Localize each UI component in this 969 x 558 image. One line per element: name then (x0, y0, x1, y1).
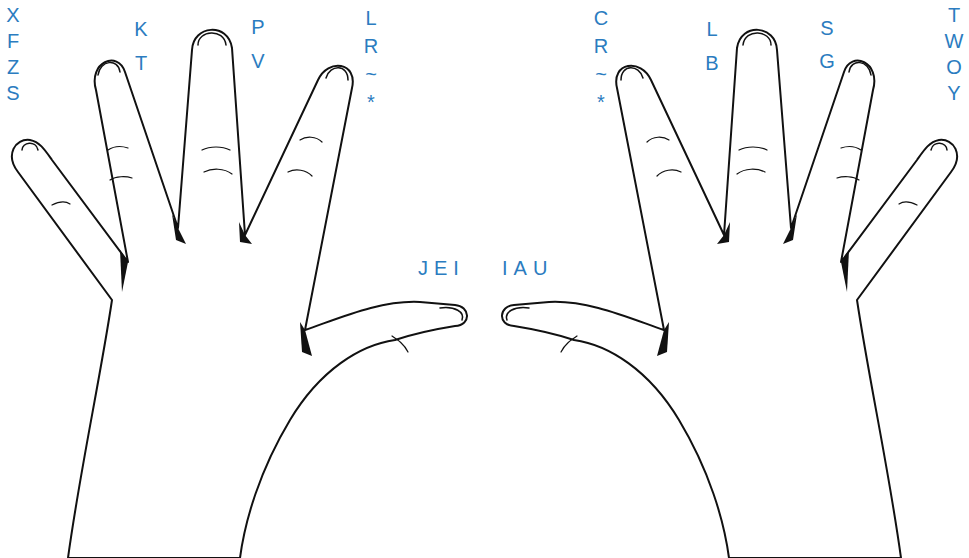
nail (98, 63, 120, 75)
crease (300, 137, 322, 142)
finger-letters: P V (247, 10, 269, 78)
crease (202, 147, 230, 150)
nail (22, 143, 38, 150)
nail (440, 308, 463, 320)
finger-gap-shadow (239, 222, 252, 244)
left-hand (12, 30, 467, 558)
finger-letters: C R ~ * (590, 4, 612, 116)
finger-letters: L R ~ * (360, 4, 382, 116)
thumb-letters: IAU (502, 254, 553, 282)
hand-outline (12, 30, 467, 558)
nail (326, 68, 348, 80)
crease (204, 169, 232, 174)
finger-gap-shadow (300, 322, 312, 356)
crease (392, 336, 408, 352)
finger-letters: T W O Y (943, 2, 965, 106)
crease (288, 170, 312, 176)
nail (198, 33, 226, 45)
finger-letters: X F Z S (2, 2, 24, 106)
thumb-letters: JEI (418, 254, 465, 282)
right-hand (502, 30, 957, 558)
finger-gap-shadow (172, 214, 186, 244)
finger-gap-shadow (120, 250, 128, 292)
finger-letters: L B (701, 12, 723, 80)
finger-letters: K T (130, 12, 152, 80)
finger-letters: S G (816, 12, 838, 78)
crease (108, 147, 128, 150)
crease (52, 202, 70, 205)
crease (110, 177, 132, 180)
